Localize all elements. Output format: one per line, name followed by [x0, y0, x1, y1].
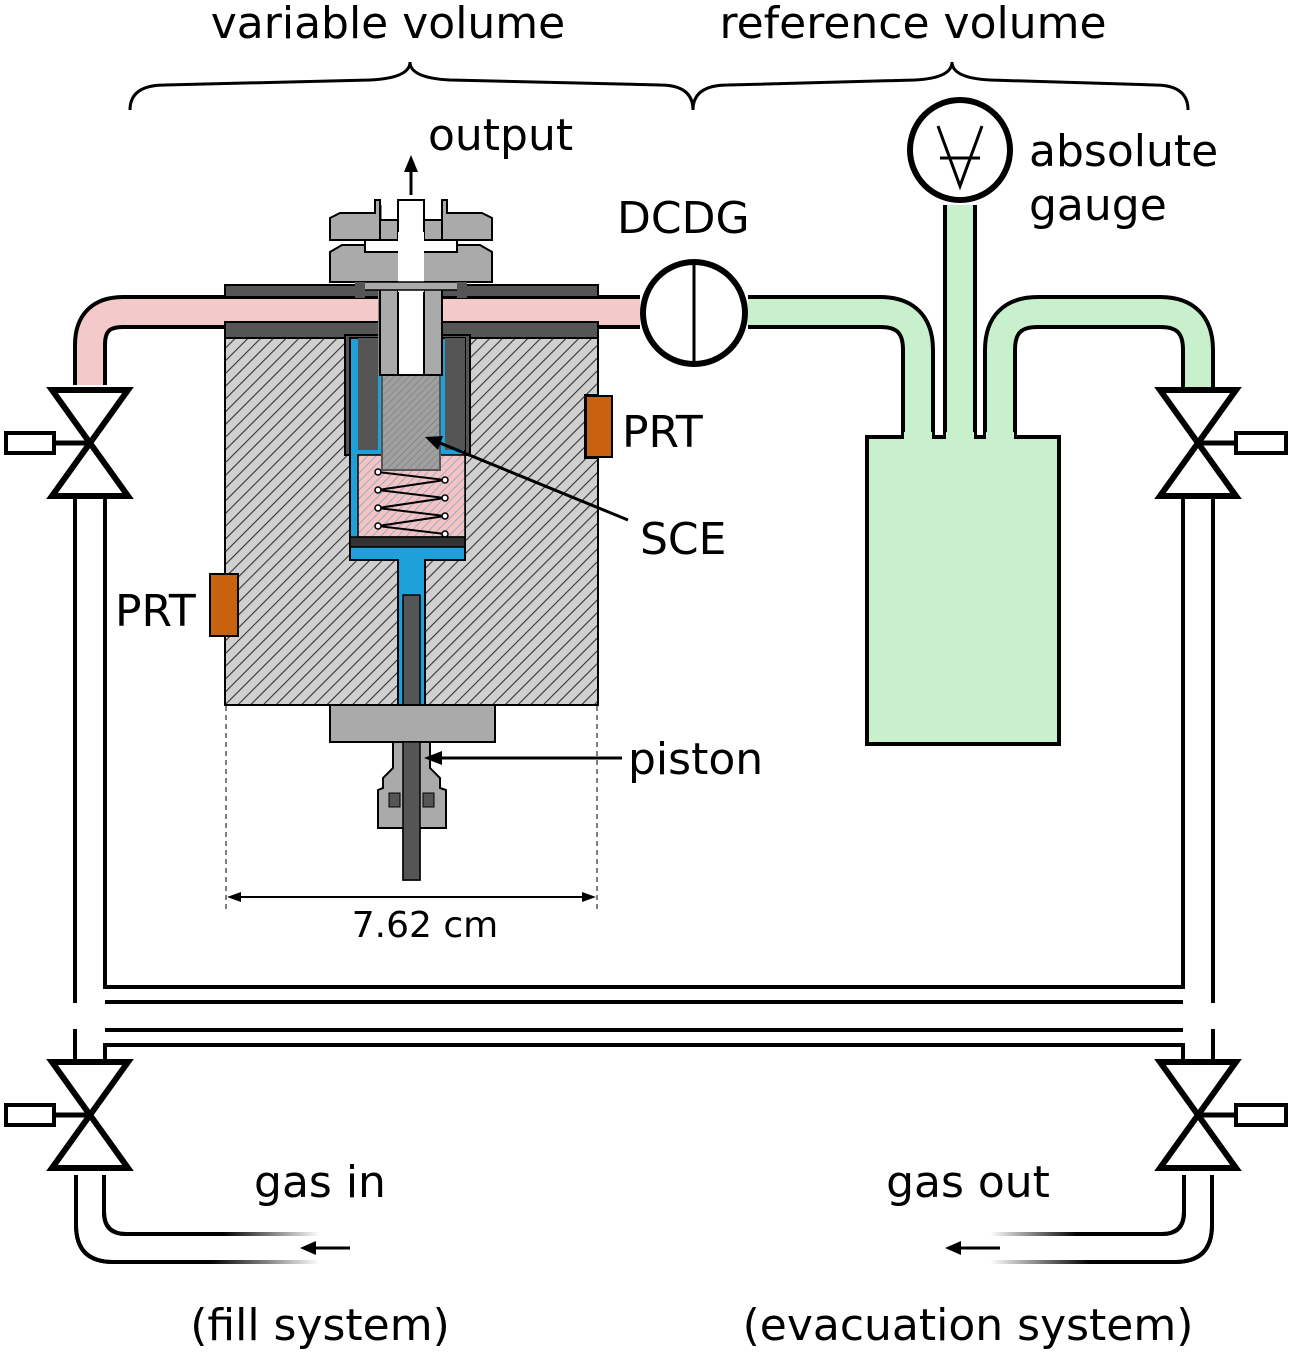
pink-tube [73, 295, 640, 385]
reference-volume-brace [691, 61, 1190, 111]
fill-system-label: (fill system) [190, 1300, 450, 1351]
valve-upper-left [4, 387, 134, 499]
gas-in-label: gas in [254, 1157, 386, 1208]
prt-left [209, 573, 239, 637]
valve-lower-right [1154, 1059, 1288, 1171]
absolute-gauge-label-line2: gauge [1029, 180, 1167, 231]
valve-lower-left [4, 1059, 134, 1171]
reference-volume-tank [865, 435, 1061, 746]
dcdg-label: DCDG [617, 193, 750, 244]
outer-piping [70, 495, 1220, 1060]
prt-right [584, 394, 613, 459]
sce-label: SCE [640, 514, 726, 565]
gas-in-tube [74, 1175, 350, 1264]
dimension-line [225, 706, 598, 910]
piston-label: piston [628, 734, 763, 785]
prt-left-label: PRT [115, 586, 196, 637]
gas-out-tube [945, 1175, 1214, 1264]
variable-volume-label: variable volume [211, 0, 566, 49]
reference-volume-label: reference volume [719, 0, 1106, 49]
variable-volume-cell [224, 155, 599, 881]
absolute-gauge [907, 97, 1013, 203]
valve-upper-right [1154, 387, 1288, 499]
dimension-label: 7.62 cm [352, 905, 498, 946]
output-label: output [428, 110, 573, 161]
green-tubes [748, 205, 1215, 440]
sce-leader [425, 436, 629, 522]
piston-leader [424, 751, 622, 765]
variable-volume-brace [128, 61, 695, 111]
prt-right-label: PRT [622, 407, 703, 458]
evacuation-system-label: (evacuation system) [743, 1300, 1194, 1351]
absolute-gauge-label-line1: absolute [1029, 126, 1218, 177]
dcdg-gauge [640, 259, 748, 367]
gas-out-label: gas out [886, 1157, 1050, 1208]
